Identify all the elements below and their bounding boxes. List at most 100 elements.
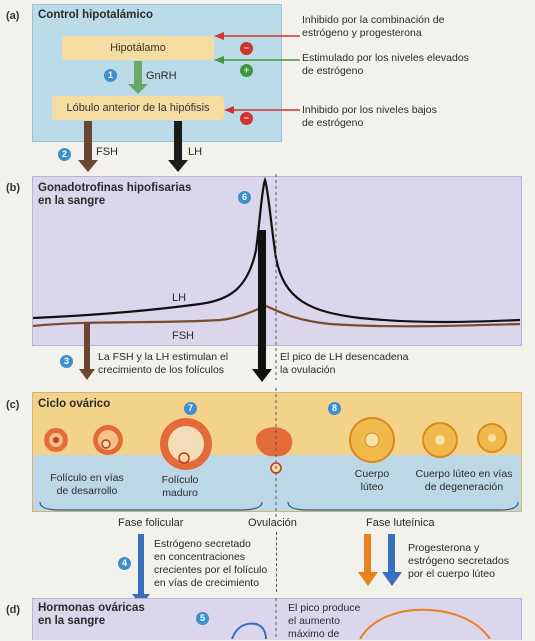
step-2-badge: 2 [58, 148, 71, 161]
degenerating-corpus-luteum-label: Cuerpo lúteo en vías de degeneración [408, 468, 520, 494]
developing-follicle-label-line1: Folículo en vías [50, 472, 124, 484]
panel-a-arrows [78, 32, 300, 172]
estrogen-note-line2: en concentraciones [154, 551, 246, 563]
panel-d-letter: (d) [6, 604, 21, 616]
panel-b-graph [32, 174, 521, 382]
progesterone-arrowhead [358, 572, 378, 586]
note-inhibit-low-line1: Inhibido por los niveles bajos [302, 104, 437, 116]
gnrh-arrow-shaft [134, 61, 142, 85]
developing-follicle-label-line2: de desarrollo [56, 485, 118, 497]
minus-icon: − [240, 42, 253, 55]
corpus-luteum-label: Cuerpo lúteo [344, 468, 400, 494]
lh-arrow-shaft [174, 121, 182, 161]
estrogen-curve [231, 622, 267, 639]
estrogen-secretion-note: Estrógeno secretado en concentraciones c… [154, 538, 267, 590]
phase-brackets [39, 501, 519, 511]
panel-a-letter: (a) [6, 10, 20, 22]
note-lh-surge-line1: El pico de LH desencadena [280, 351, 409, 363]
developing-follicle-label: Folículo en vías de desarrollo [42, 472, 132, 498]
panel-d-title-line2: en la sangre [38, 615, 106, 627]
stimulate-arrowhead [79, 369, 95, 380]
fsh-release-label: FSH [96, 146, 118, 158]
estrogen-arrow-shaft [138, 534, 144, 596]
note-stimulated-line2: de estrógeno [302, 65, 364, 77]
luteal-note-line1: Progesterona y [408, 542, 480, 554]
developing-follicle-2-oocyte [101, 439, 111, 449]
mature-follicle-oocyte [178, 452, 190, 464]
luteal-note-line2: estrógeno secretados [408, 555, 509, 567]
estrogen-note-line3: crecientes por el folículo [154, 564, 268, 576]
note-inhibit-low-estrogen: Inhibido por los niveles bajos de estróg… [302, 104, 437, 130]
step-7-badge: 7 [184, 402, 197, 415]
note-stimulate-line2: crecimiento de los folículos [98, 364, 225, 376]
lh-release-label: LH [188, 146, 203, 158]
lh-arrowhead [168, 160, 188, 172]
corpus-luteum-label-line1: Cuerpo [354, 468, 390, 480]
ovulation-dashed-line-lower [276, 532, 277, 592]
minus-icon-low: − [240, 112, 253, 125]
peak-note-line3: máximo de [288, 628, 340, 640]
peak-note-line1: El pico produce [288, 602, 361, 614]
luteal-note-line3: por el cuerpo lúteo [408, 568, 495, 580]
estrogen-note-line4: en vías de crecimiento [154, 577, 260, 589]
note-inhibit-combination: Inhibido por la combinación de estrógeno… [302, 14, 444, 40]
pituitary-box: Lóbulo anterior de la hipófisis [52, 96, 224, 120]
peak-note-line2: el aumento [288, 615, 340, 627]
step-8-badge: 8 [328, 402, 341, 415]
progesterone-arrow-shaft [364, 534, 371, 574]
fsh-curve-label: FSH [172, 330, 194, 342]
degenerating-corpus-luteum-2-center [488, 434, 496, 442]
luteal-estrogen-arrow-shaft [388, 534, 395, 574]
panel-d-background [32, 598, 522, 640]
mature-follicle-antrum [168, 426, 204, 462]
stimulate-hypothalamus-arrowhead [214, 56, 224, 64]
peak-note: El pico produce el aumento máximo de [288, 602, 360, 641]
step-5-badge: 5 [196, 612, 209, 625]
mature-follicle-label-line1: Folículo [161, 474, 199, 486]
ovarian-cycle-illustration [44, 388, 507, 518]
estrogen-note-line1: Estrógeno secretado [154, 538, 251, 550]
fsh-curve [32, 304, 521, 328]
follicular-phase-bracket [39, 501, 263, 511]
gnrh-label: GnRH [146, 70, 177, 82]
panel-b-title-line1: Gonadotrofinas hipofisarias [38, 182, 192, 194]
note-inhibit-low-line2: de estrógeno [302, 117, 364, 129]
lh-surge-arrowhead [252, 369, 272, 382]
note-inhibit-combination-line1: Inhibido por la combinación de [302, 14, 445, 26]
lh-curve [32, 176, 521, 324]
corpus-luteum-center [364, 432, 380, 448]
step-4-badge: 4 [118, 557, 131, 570]
note-stimulated-line1: Estimulado por los niveles elevados [302, 52, 469, 64]
luteal-phase-label: Fase luteínica [366, 517, 435, 529]
panel-c-title: Ciclo ovárico [38, 398, 111, 410]
degenerating-corpus-luteum-1-center [435, 435, 445, 445]
progesterone-curve [359, 608, 491, 639]
step-3-badge: 3 [60, 355, 73, 368]
mature-follicle-label-line2: maduro [162, 487, 198, 499]
hypothalamus-box: Hipotálamo [62, 36, 214, 60]
panel-a-title: Control hipotalámico [38, 9, 153, 21]
lh-surge-arrow-shaft [258, 230, 266, 370]
stimulate-arrow-shaft [84, 322, 90, 370]
corpus-luteum-label-line2: lúteo [360, 481, 384, 493]
inhibit-hypothalamus-arrowhead [214, 32, 224, 40]
note-fsh-lh-stimulate: La FSH y la LH estimulan el crecimiento … [98, 351, 228, 377]
follicular-phase-label: Fase folicular [118, 517, 184, 529]
note-inhibit-combination-line2: estrógeno y progesterona [302, 27, 422, 39]
panel-b-letter: (b) [6, 182, 21, 194]
gnrh-arrowhead [128, 84, 148, 94]
panel-d-title-line1: Hormonas ováricas [38, 602, 145, 614]
step-1-badge: 1 [104, 69, 117, 82]
ovulation-label: Ovulación [248, 517, 297, 529]
mature-follicle-label: Folículo maduro [150, 474, 210, 500]
ovulating-follicle [256, 427, 293, 457]
panel-c-letter: (c) [6, 399, 20, 411]
note-stimulated-high-estrogen: Estimulado por los niveles elevados de e… [302, 52, 469, 78]
inhibit-pituitary-arrowhead [224, 106, 234, 114]
step-6-badge: 6 [238, 191, 251, 204]
degenerating-label-line2: de degeneración [424, 481, 504, 493]
luteal-phase-bracket [287, 501, 519, 511]
panel-d-curves [231, 598, 491, 639]
fsh-arrowhead [78, 160, 98, 172]
degenerating-label-line1: Cuerpo lúteo en vías [415, 468, 513, 480]
